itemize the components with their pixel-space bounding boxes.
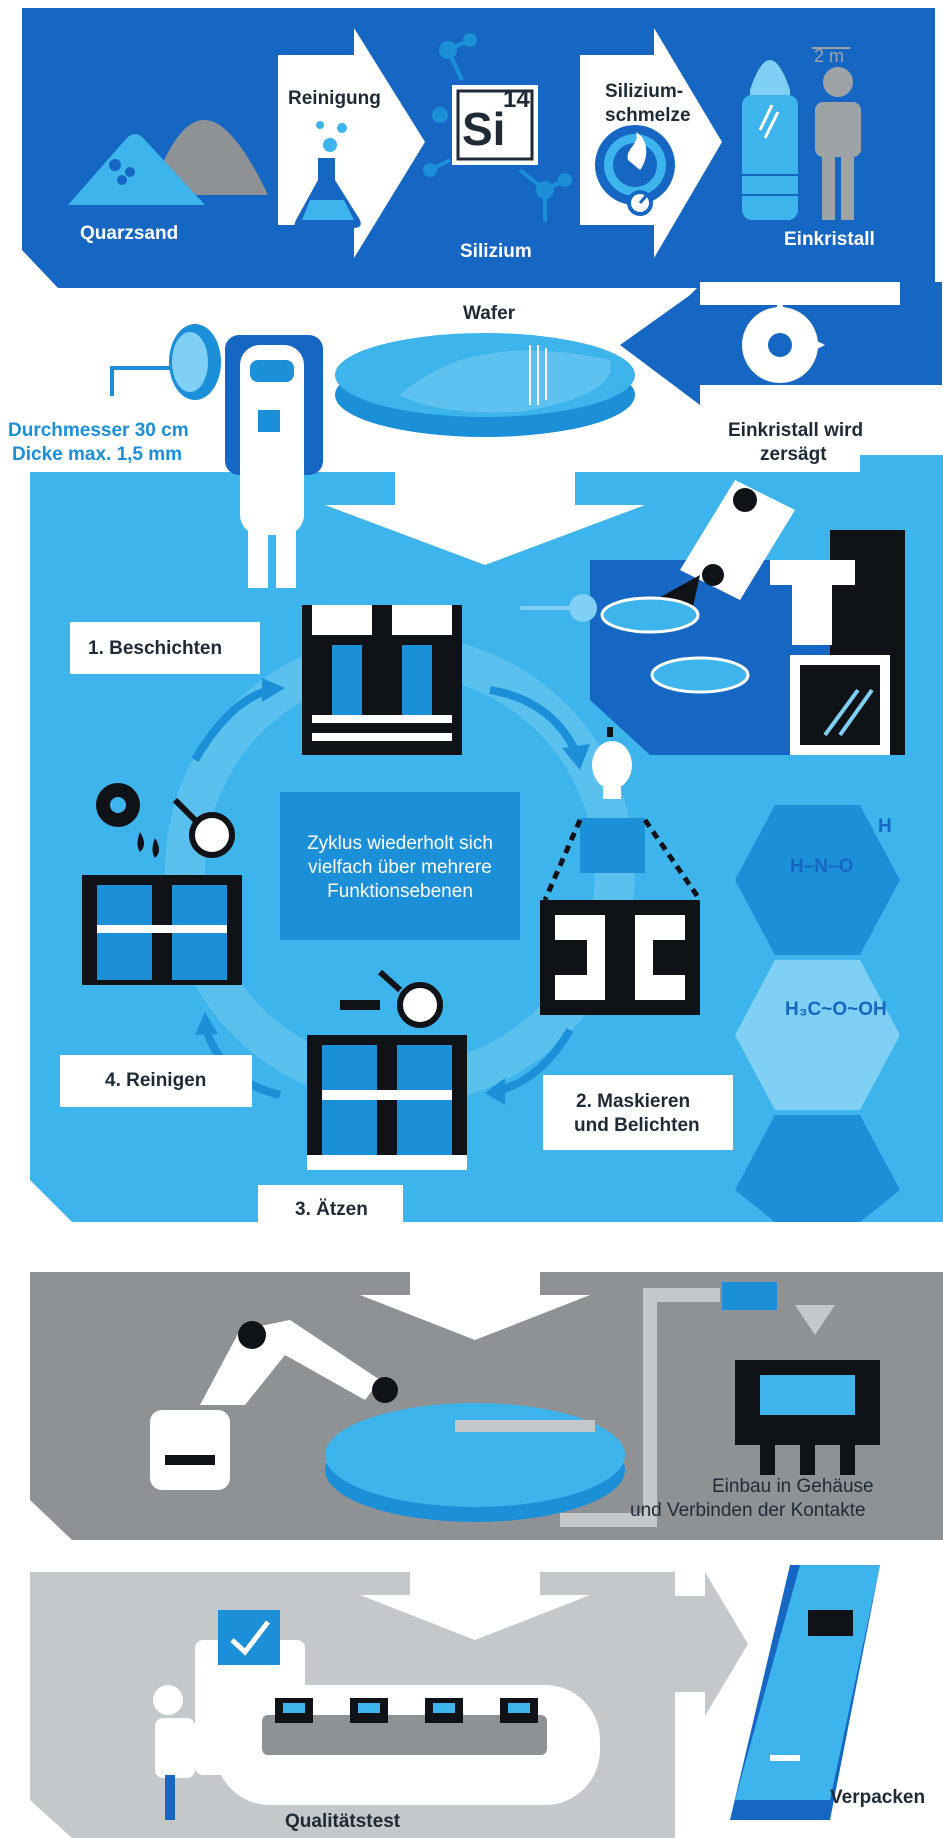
furnace-icon — [595, 125, 675, 216]
label-chem-hno: H–N–O — [790, 856, 854, 877]
wafer-dicing-icon — [325, 1403, 625, 1522]
step2-box — [543, 1075, 733, 1150]
label-cycle-2: vielfach über mehrere — [308, 857, 492, 878]
label-schmelze-2: schmelze — [605, 105, 691, 126]
lamp-icon — [592, 727, 632, 799]
person-icon — [812, 47, 861, 220]
package-icon — [675, 1565, 880, 1820]
label-chem-ethanol: H₃C~O~OH — [785, 999, 887, 1020]
robot-arm-icon — [150, 1320, 398, 1490]
caliper-line — [110, 366, 175, 396]
etch-flask-icon — [340, 969, 443, 1028]
label-quarzsand: Quarzsand — [80, 223, 179, 244]
label-step3: 3. Ätzen — [295, 1199, 368, 1220]
wafer-disc-icon — [335, 333, 635, 437]
crystal-icon — [742, 60, 798, 220]
label-cycle-1: Zyklus wiederholt sich — [307, 833, 493, 854]
step3-box — [258, 1185, 403, 1235]
cycle-note-box — [280, 792, 520, 940]
test-band — [30, 1566, 675, 1838]
label-si-symbol: Si — [462, 103, 506, 155]
label-si-number: 14 — [503, 86, 530, 113]
label-step2-1: 2. Maskieren — [576, 1091, 691, 1112]
label-zersaegt-1: Einkristall wird — [728, 420, 864, 441]
label-silizium: Silizium — [460, 241, 532, 262]
molecule-icon — [423, 33, 572, 222]
chemistry-hexagons — [735, 805, 935, 1222]
step4-box — [60, 1055, 252, 1107]
label-einkristall: Einkristall — [784, 229, 875, 250]
step1-box — [70, 622, 260, 674]
label-durchmesser: Durchmesser 30 cm — [8, 420, 189, 441]
gear-icon — [96, 783, 235, 858]
etched-wafer-icon — [307, 1035, 467, 1170]
label-wafer: Wafer — [463, 303, 516, 324]
label-chem-h: H — [878, 816, 892, 837]
label-qualitaetstest: Qualitätstest — [285, 1811, 401, 1832]
chip-icon — [735, 1360, 880, 1475]
label-step1: 1. Beschichten — [88, 638, 223, 659]
label-schmelze-1: Silizium- — [605, 81, 684, 102]
sand-pile-icon — [68, 120, 268, 205]
label-step2-2: und Belichten — [574, 1115, 700, 1136]
label-verpacken: Verpacken — [830, 1787, 926, 1808]
label-reinigung: Reinigung — [288, 88, 381, 109]
cleaned-wafer-icon — [82, 875, 242, 985]
robot-arm-icon — [520, 480, 905, 755]
cleanroom-worker-icon — [169, 324, 340, 588]
saw-blade-icon — [742, 300, 825, 383]
label-height: 2 m — [814, 46, 845, 66]
silicon-element-box — [452, 85, 538, 165]
mask-pattern-icon — [540, 818, 703, 1015]
label-step4: 4. Reinigen — [105, 1070, 207, 1091]
flask-icon — [294, 121, 361, 228]
label-einbau-2: und Verbinden der Kontakte — [630, 1500, 866, 1521]
label-dicke: Dicke max. 1,5 mm — [12, 444, 183, 465]
label-zersaegt-2: zersägt — [760, 444, 827, 465]
coated-wafer-icon — [302, 605, 462, 755]
label-einbau-1: Einbau in Gehäuse — [712, 1476, 874, 1497]
label-cycle-3: Funktionsebenen — [327, 881, 473, 902]
